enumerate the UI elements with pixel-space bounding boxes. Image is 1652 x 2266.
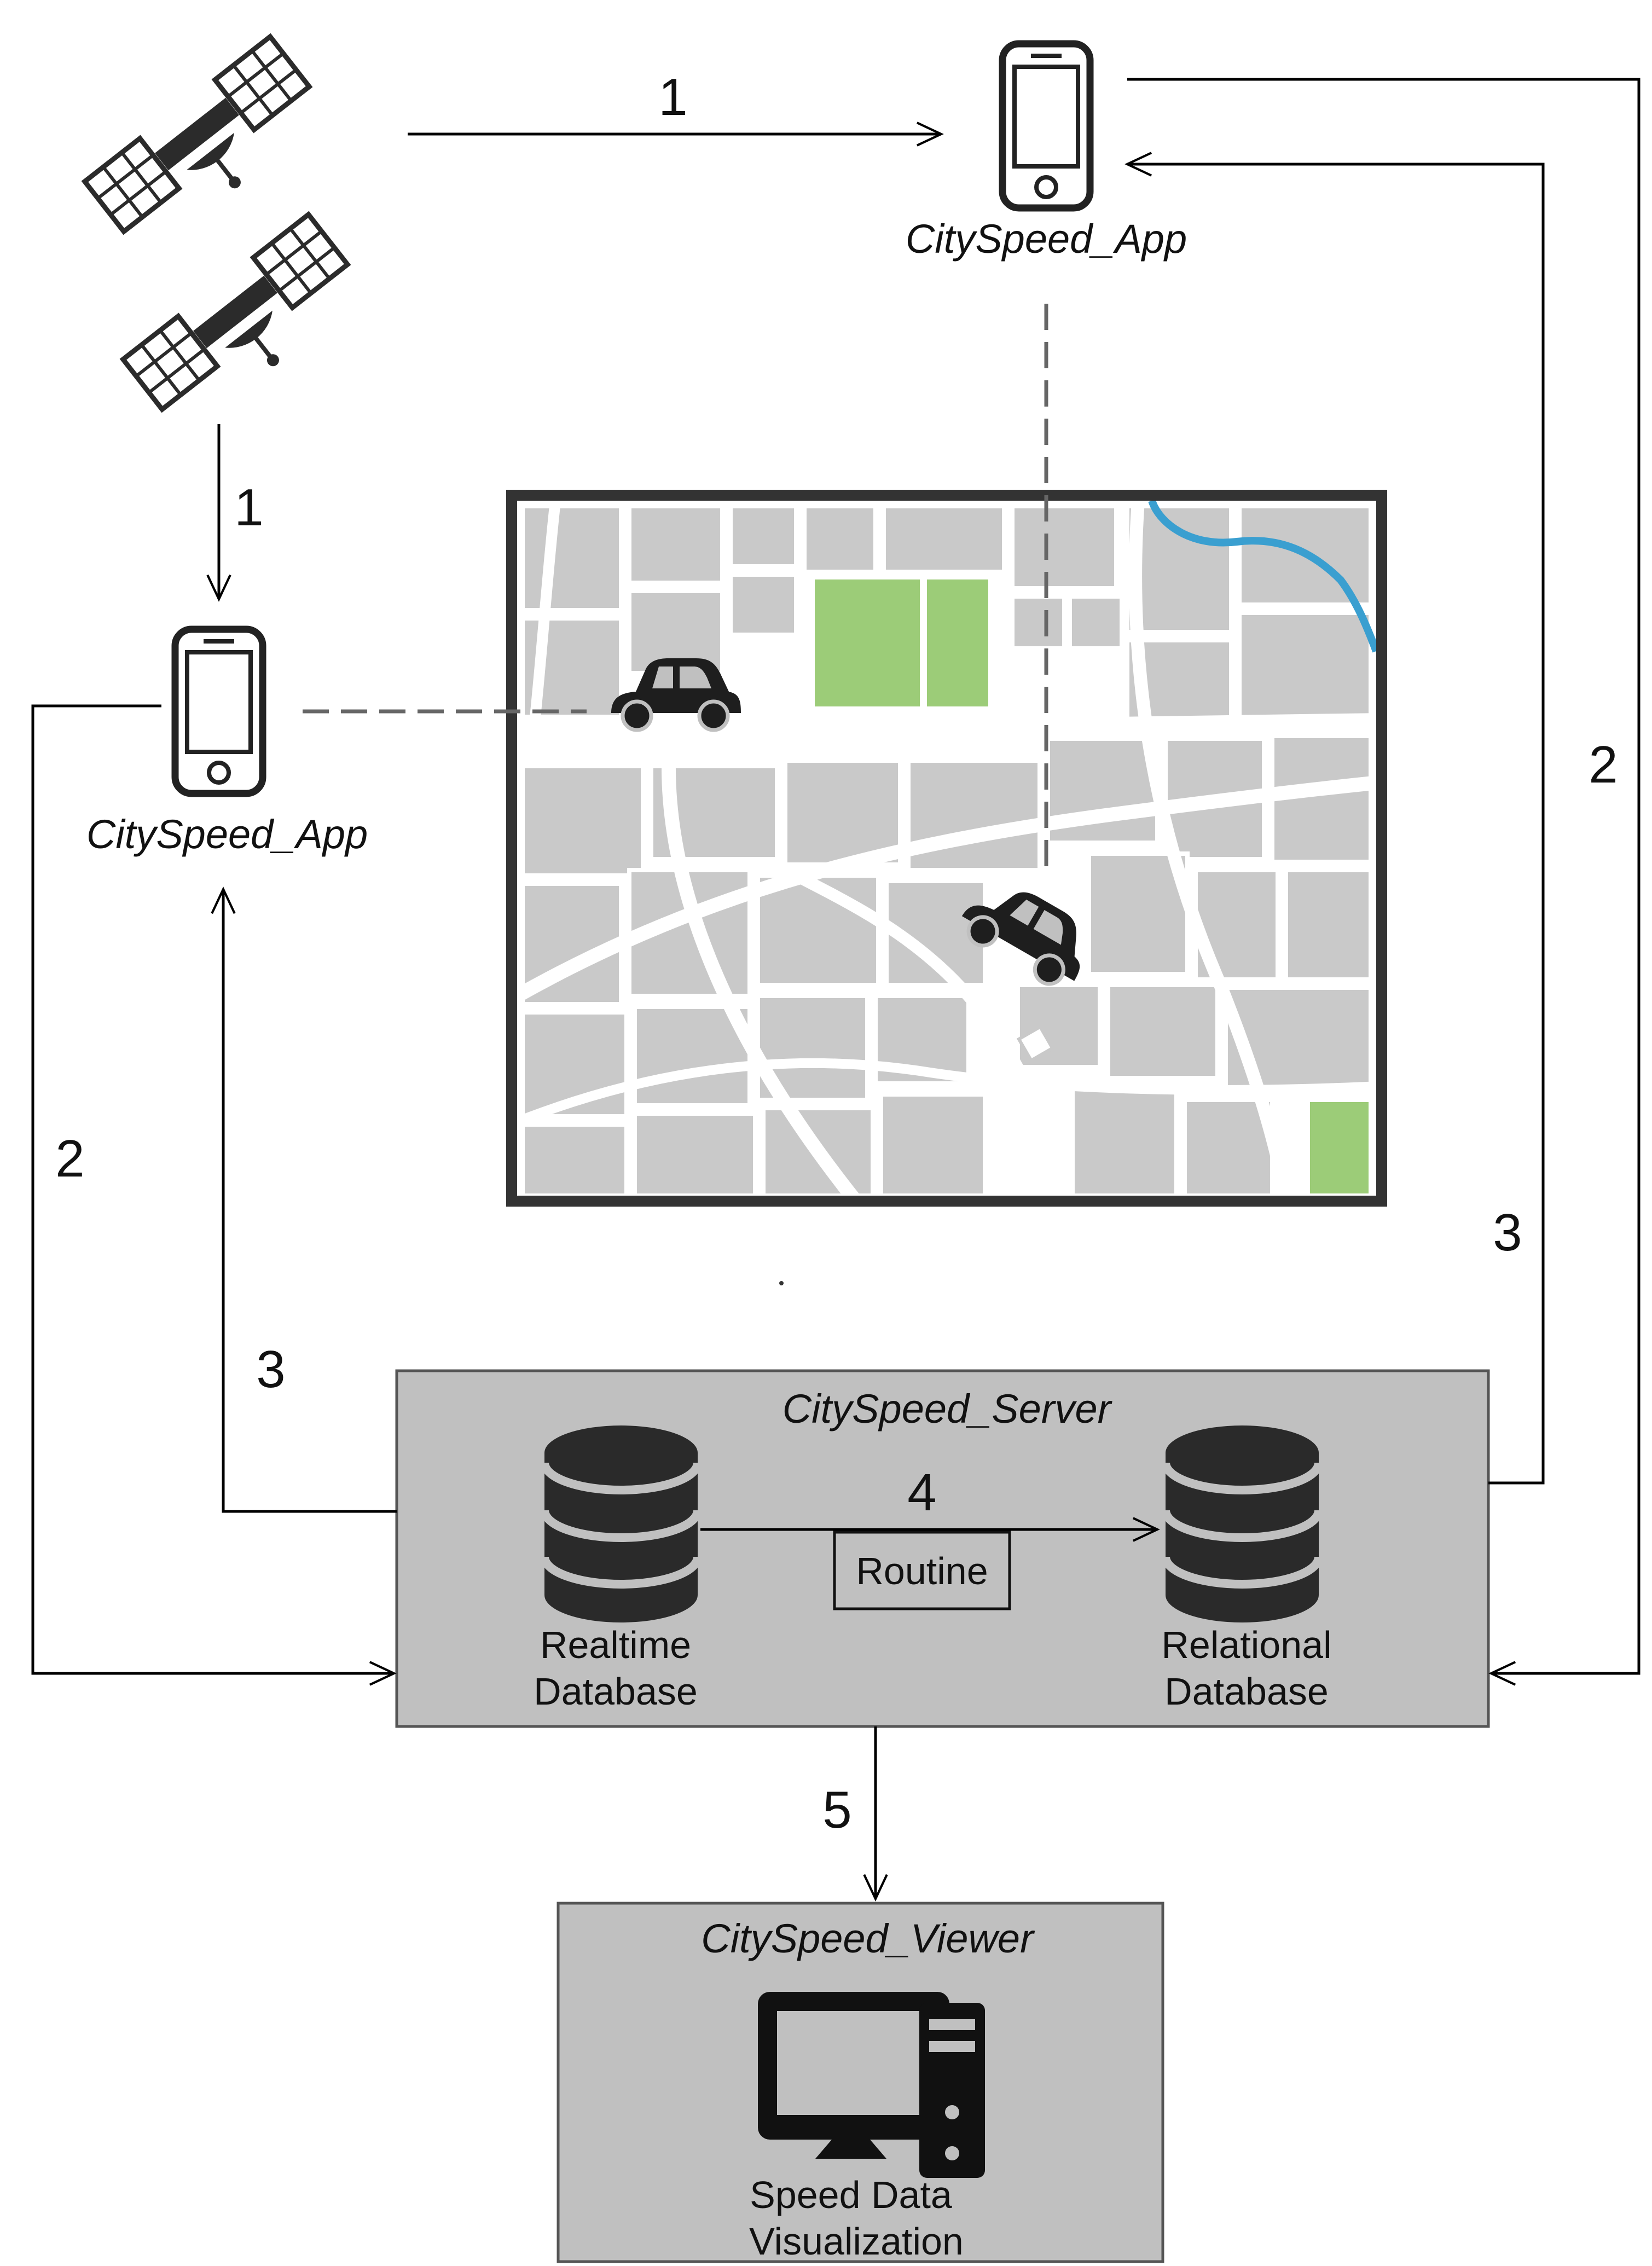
relational-db-line1: Relational (1161, 1624, 1331, 1666)
server-label: CitySpeed_Server (782, 1386, 1113, 1432)
viewer-caption-line2: Visualization (749, 2220, 964, 2263)
edge-label-2-right: 2 (1589, 735, 1618, 794)
routine-label: Routine (856, 1550, 988, 1592)
relational-db-line2: Database (1164, 1670, 1329, 1713)
edge-label-4: 4 (907, 1463, 936, 1522)
edge-label-3-right: 3 (1493, 1203, 1522, 1262)
viewer-box: CitySpeed_Viewer Speed Data Visualizatio… (557, 1902, 1164, 2263)
map-frame (506, 490, 1387, 1207)
stray-dot (779, 1281, 784, 1285)
realtime-db-line2: Database (534, 1670, 698, 1713)
smartphone-icon (1002, 44, 1090, 208)
app-left-label: CitySpeed_App (86, 812, 368, 857)
realtime-db-line1: Realtime (540, 1624, 691, 1666)
database-icon (544, 1425, 698, 1622)
routine-box (833, 1531, 1011, 1610)
satellite-icon (123, 215, 369, 437)
server-box: CitySpeed_Server Realtime Database Relat… (395, 1369, 1490, 1728)
arrow-app-left-to-server (31, 704, 397, 1686)
edge-label-3-left: 3 (256, 1340, 285, 1399)
viewer-caption-line1: Speed Data (750, 2174, 952, 2216)
edge-label-1-top: 1 (658, 68, 687, 126)
edge-label-1-left: 1 (234, 478, 263, 537)
desktop-computer-icon (758, 1992, 985, 2178)
edge-label-2-left: 2 (55, 1129, 84, 1188)
app-top-label: CitySpeed_App (906, 216, 1187, 262)
edge-label-5: 5 (822, 1781, 851, 1839)
arrow-server-to-app-top (1124, 152, 1545, 1485)
viewer-label: CitySpeed_Viewer (701, 1916, 1035, 1961)
database-icon (1166, 1425, 1319, 1622)
arrow-server-to-app-left (211, 886, 397, 1513)
city-map (506, 490, 1387, 1207)
smartphone-icon (175, 629, 263, 793)
arrow-app-top-to-server (1127, 78, 1641, 1686)
